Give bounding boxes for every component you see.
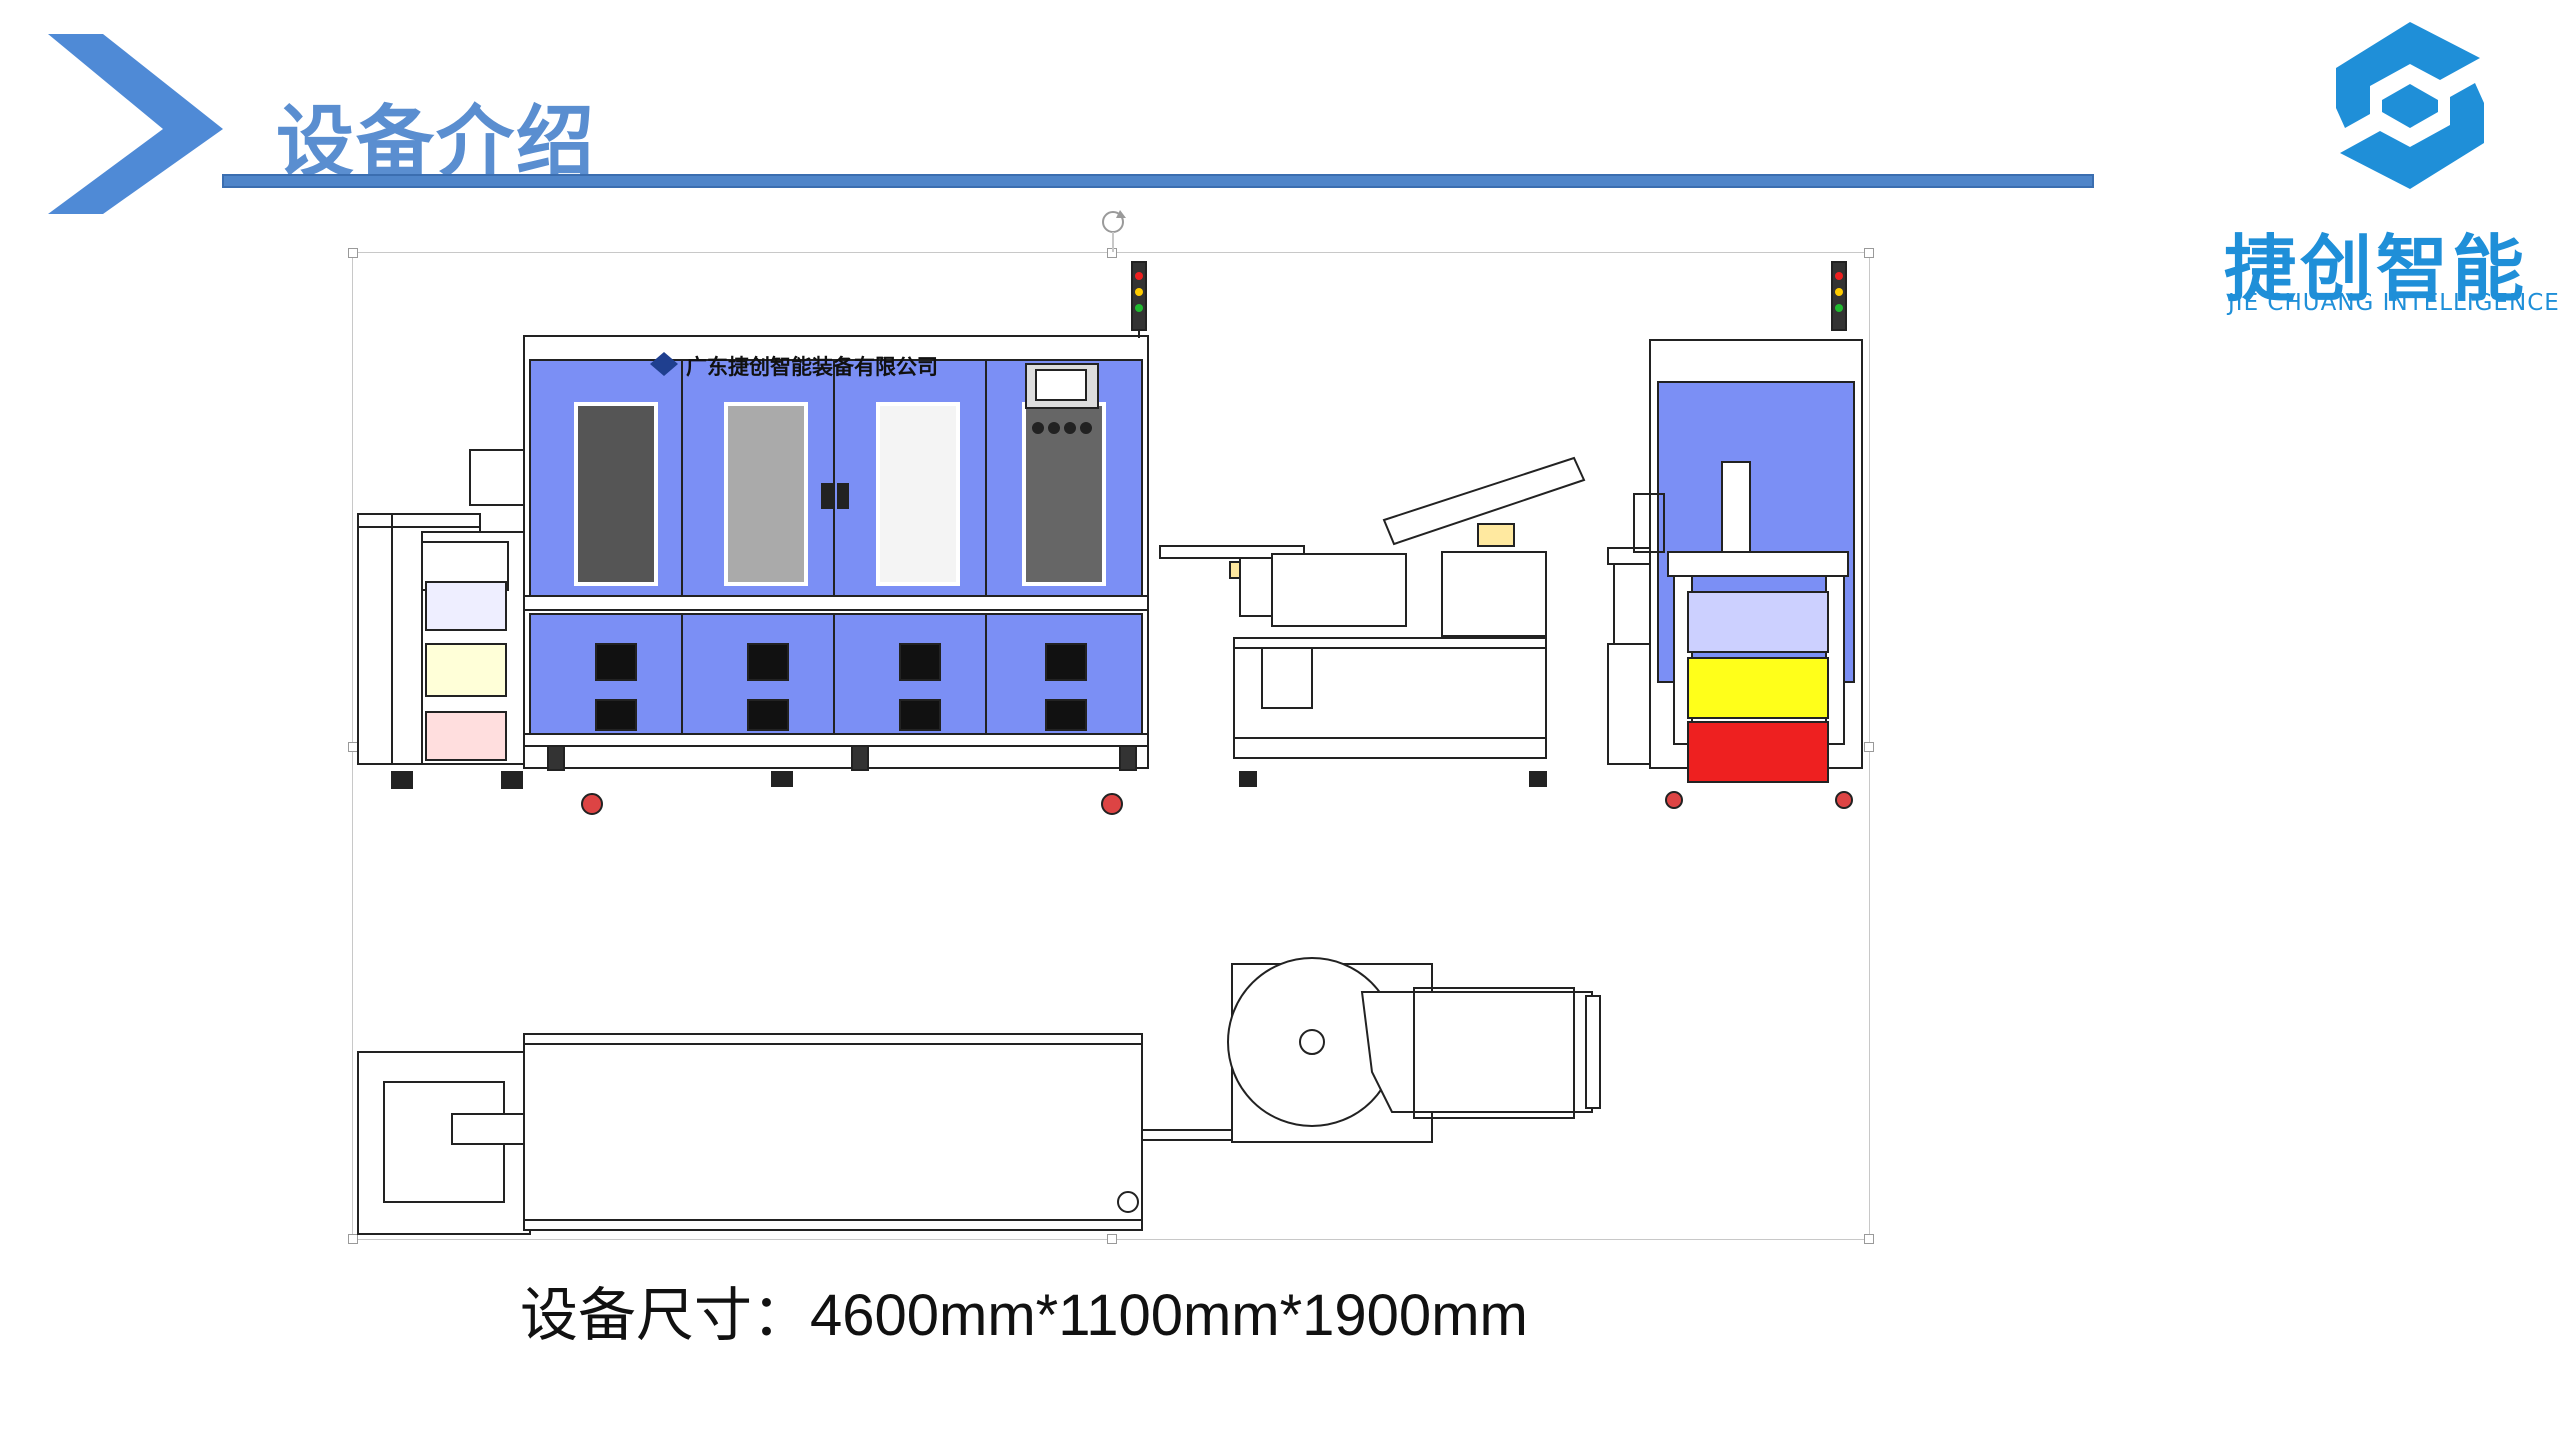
dimensions-value: 4600mm*1100mm*1900mm [810, 1283, 1528, 1348]
resize-handle-tr[interactable] [1864, 248, 1874, 258]
dimensions-label: 设备尺寸： [520, 1281, 811, 1349]
resize-handle-tl[interactable] [348, 248, 358, 258]
logo-text-cn: 捷创智能 [2224, 227, 2529, 311]
logo-mark-icon [2336, 22, 2484, 189]
resize-handle-br[interactable] [1864, 1234, 1874, 1244]
title-underline [222, 174, 2094, 188]
equipment-drawing: 广东捷创智能装备有限公司 [357, 261, 1863, 1235]
resize-handle-mr[interactable] [1864, 742, 1874, 752]
equipment-dimensions: 设备尺寸：4600mm*1100mm*1900mm [520, 1268, 1528, 1352]
chevron-right-icon [48, 34, 223, 214]
machine-nameplate: 广东捷创智能装备有限公司 [686, 355, 938, 379]
resize-handle-bl[interactable] [348, 1234, 358, 1244]
page-title: 设备介绍 [276, 98, 597, 188]
rotate-handle-icon[interactable] [1098, 206, 1128, 256]
resize-handle-bm[interactable] [1107, 1234, 1117, 1244]
image-selection-frame[interactable] [348, 248, 1874, 1244]
logo-text-en: JIE CHUANG INTELLIGENCE [2228, 290, 2560, 316]
